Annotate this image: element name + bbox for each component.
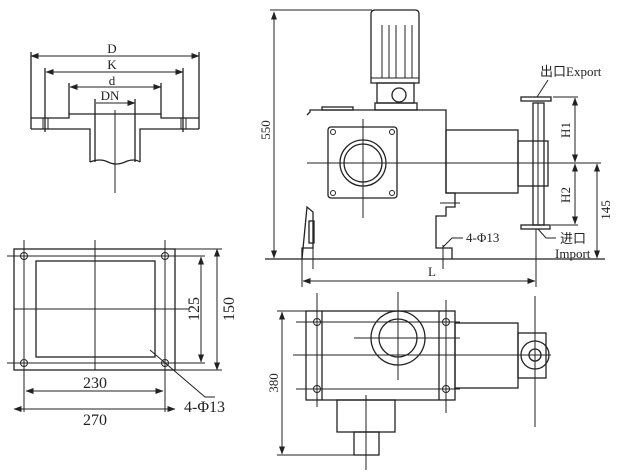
dim-L-label: L	[428, 264, 436, 279]
dim-550-label: 550	[258, 120, 273, 140]
motor	[370, 9, 420, 111]
side-bolt-holes-label: 4-Φ13	[466, 230, 499, 245]
dim-d-label: d	[109, 73, 116, 88]
dim-K-label: K	[107, 57, 117, 72]
flange-detail: D K d DN	[30, 41, 200, 193]
bolt-holes-label: 4-Φ13	[184, 399, 225, 416]
dim-H2-label: H2	[558, 187, 573, 203]
top-view: 380	[266, 292, 551, 470]
dim-270-label: 270	[83, 412, 107, 429]
dim-H1-label: H1	[558, 122, 573, 138]
inlet-label-cn: 进口	[560, 231, 586, 246]
bolt-hole-icon	[20, 252, 169, 367]
dim-DN-label: DN	[101, 88, 120, 103]
dim-150-label: 150	[221, 297, 238, 321]
dim-230-label: 230	[83, 375, 107, 392]
base-plate-view: 125 150 230 270 4-Φ13	[7, 240, 238, 429]
dim-380-label: 380	[266, 373, 281, 393]
inlet-label-en: Import	[555, 246, 591, 261]
dim-125-label: 125	[186, 297, 203, 321]
outlet-label: 出口Export	[540, 64, 602, 79]
dim-145-label: 145	[598, 200, 613, 220]
side-view: 550 H1 H2 145 L 4-Φ13	[258, 9, 613, 287]
dim-D-label: D	[107, 41, 116, 56]
